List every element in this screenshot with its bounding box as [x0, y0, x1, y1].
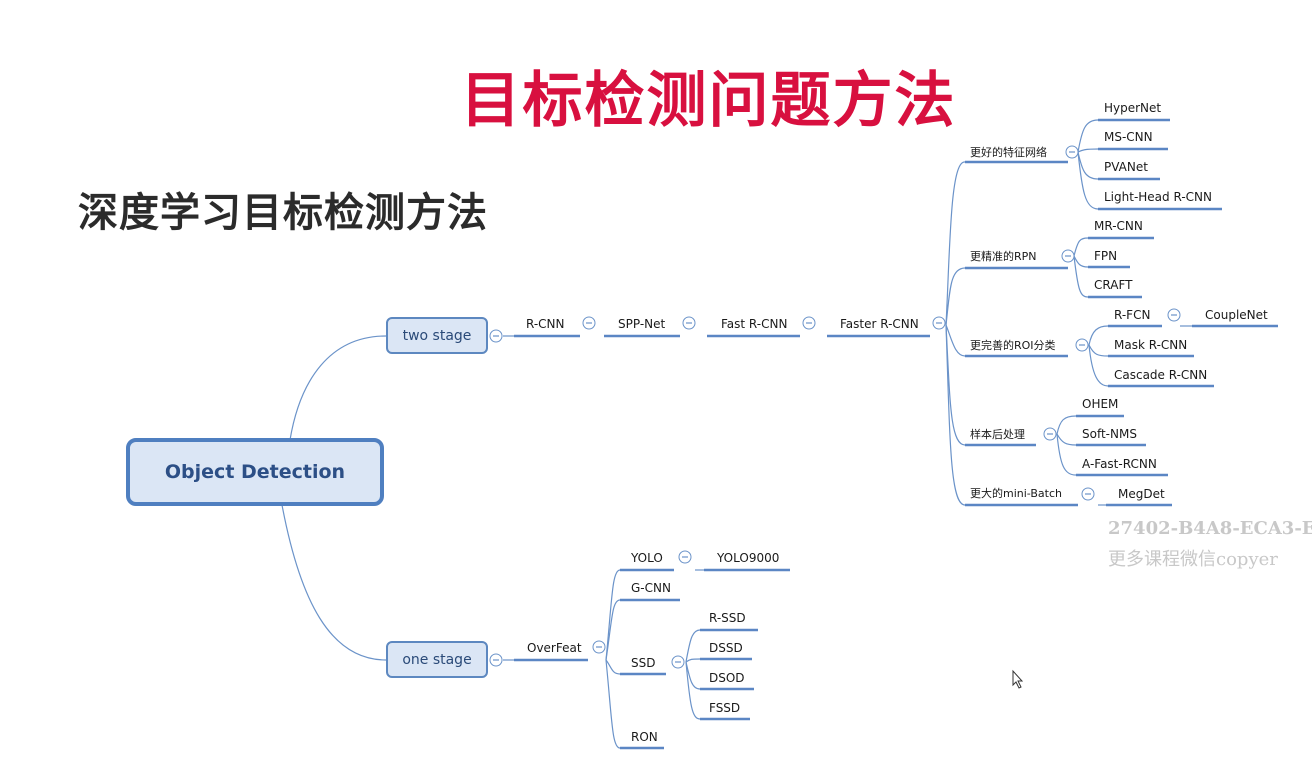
- node-yolo[interactable]: YOLO: [631, 551, 663, 565]
- connector-root-two: [289, 335, 387, 441]
- connector-g3-c2: [1088, 344, 1109, 357]
- connector-frcnn-g5: [945, 324, 966, 506]
- connector-g2-c1: [1073, 237, 1089, 257]
- connector-g2-c2: [1073, 255, 1089, 268]
- collapse-toggles: [489, 145, 1181, 669]
- node-larger-mini-batch[interactable]: 更大的mini-Batch: [970, 487, 1062, 500]
- connector-g3-c1: [1088, 325, 1109, 346]
- node-yolo9000[interactable]: YOLO9000: [717, 551, 780, 565]
- node-r-fcn[interactable]: R-FCN: [1114, 308, 1151, 322]
- node-sample-postprocessing[interactable]: 样本后处理: [970, 428, 1025, 441]
- node-rcnn[interactable]: R-CNN: [526, 317, 565, 331]
- connector-frcnn-g2: [945, 267, 966, 326]
- connector-g2-c3: [1073, 255, 1089, 298]
- connector-g4-c1: [1056, 415, 1077, 435]
- node-couplenet[interactable]: CoupleNet: [1205, 308, 1268, 322]
- node-cascade-rcnn[interactable]: Cascade R-CNN: [1114, 368, 1208, 382]
- connector-of-yolo: [605, 569, 621, 661]
- node-pvanet[interactable]: PVANet: [1104, 160, 1148, 174]
- connector-g1-c4: [1077, 151, 1099, 210]
- connector-g4-c3: [1056, 433, 1077, 476]
- connector-ssd-c2: [685, 658, 701, 663]
- node-better-roi-classification[interactable]: 更完善的ROI分类: [970, 339, 1056, 352]
- node-hypernet[interactable]: HyperNet: [1104, 101, 1162, 115]
- node-g-cnn[interactable]: G-CNN: [631, 581, 671, 595]
- node-spp-net[interactable]: SPP-Net: [618, 317, 666, 331]
- connector-of-ssd: [605, 659, 621, 675]
- connector-g1-c1: [1077, 119, 1099, 153]
- section-subtitle: 深度学习目标检测方法: [78, 190, 488, 236]
- node-megdet[interactable]: MegDet: [1118, 487, 1165, 501]
- node-craft[interactable]: CRAFT: [1094, 278, 1133, 292]
- node-light-head-rcnn[interactable]: Light-Head R-CNN: [1104, 190, 1212, 204]
- node-more-accurate-rpn[interactable]: 更精准的RPN: [970, 250, 1037, 263]
- node-r-ssd[interactable]: R-SSD: [709, 611, 746, 625]
- node-dssd[interactable]: DSSD: [709, 641, 743, 655]
- watermark-code: 27402-B4A8-ECA3-E: [1108, 518, 1312, 539]
- connector-of-gcnn: [605, 599, 621, 661]
- main-title: 目标检测问题方法: [460, 66, 957, 136]
- node-fpn[interactable]: FPN: [1094, 249, 1118, 263]
- node-faster-rcnn[interactable]: Faster R-CNN: [840, 317, 919, 331]
- node-mask-rcnn[interactable]: Mask R-CNN: [1114, 338, 1188, 352]
- node-two-stage[interactable]: two stage: [386, 317, 488, 354]
- connector-ssd-c1: [685, 629, 701, 663]
- connector-g3-c3: [1088, 344, 1109, 387]
- connector-root-one: [281, 504, 387, 661]
- connector-of-ron: [605, 659, 621, 749]
- node-overfeat[interactable]: OverFeat: [527, 641, 582, 655]
- node-dsod[interactable]: DSOD: [709, 671, 745, 685]
- watermark-text: 更多课程微信copyer: [1108, 549, 1278, 570]
- node-soft-nms[interactable]: Soft-NMS: [1082, 427, 1137, 441]
- node-one-stage[interactable]: one stage: [386, 641, 488, 678]
- connector-g4-c2: [1056, 433, 1077, 446]
- node-mr-cnn[interactable]: MR-CNN: [1094, 219, 1143, 233]
- node-ron[interactable]: RON: [631, 730, 658, 744]
- root-node-object-detection[interactable]: Object Detection: [126, 438, 384, 506]
- node-better-feature-network[interactable]: 更好的特征网络: [970, 146, 1047, 159]
- connector-g1-c2: [1077, 148, 1099, 153]
- mouse-cursor-icon: [1012, 669, 1024, 689]
- connector-frcnn-g4: [945, 324, 966, 446]
- node-fssd[interactable]: FSSD: [709, 701, 741, 715]
- node-ohem[interactable]: OHEM: [1082, 397, 1119, 411]
- node-fast-rcnn[interactable]: Fast R-CNN: [721, 317, 788, 331]
- connector-frcnn-g1: [945, 161, 966, 326]
- node-ms-cnn[interactable]: MS-CNN: [1104, 130, 1153, 144]
- connector-ssd-c4: [685, 661, 701, 720]
- node-a-fast-rcnn[interactable]: A-Fast-RCNN: [1082, 457, 1157, 471]
- underlines: [514, 118, 1278, 750]
- connector-frcnn-g3: [945, 324, 966, 357]
- node-ssd[interactable]: SSD: [631, 656, 656, 670]
